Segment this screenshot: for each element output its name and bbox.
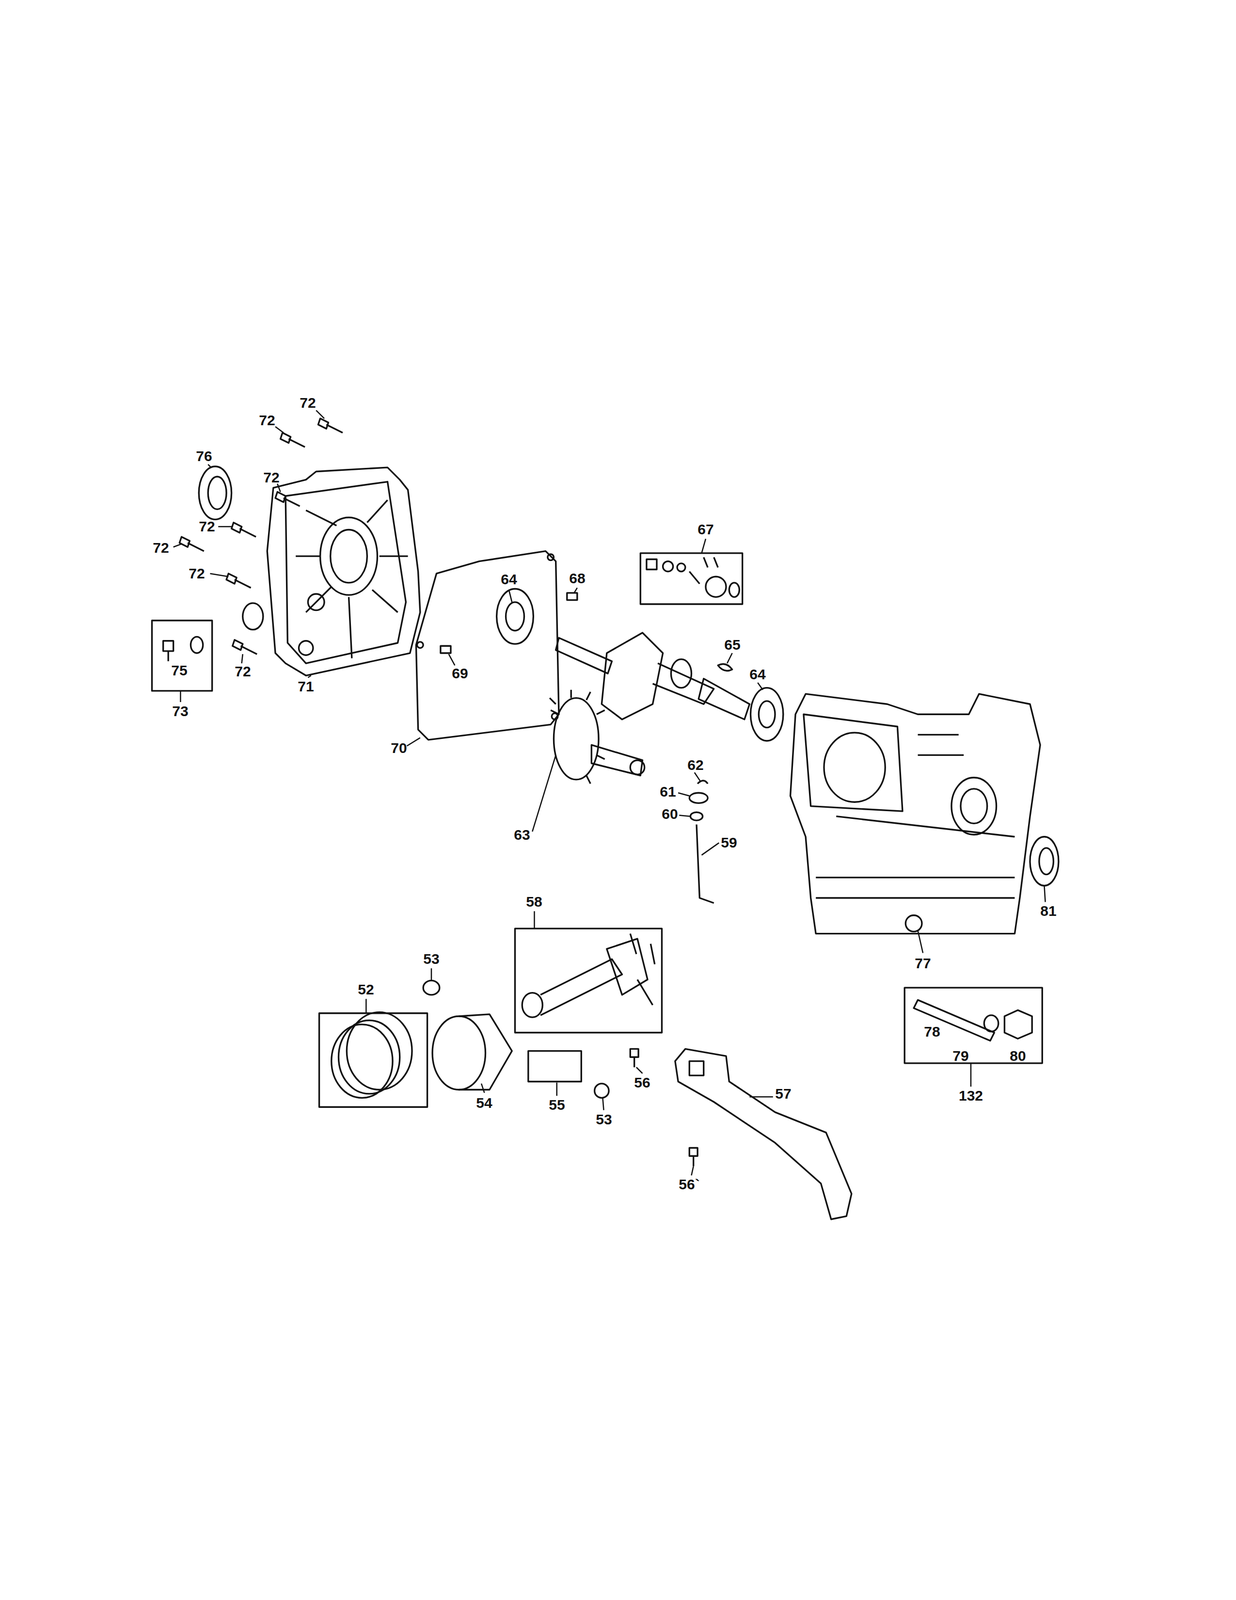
- callout-number: 58: [525, 894, 542, 909]
- callout-number: 56`: [678, 1176, 700, 1192]
- bolt: [689, 1147, 698, 1166]
- callout-number: 54: [475, 1095, 492, 1110]
- piston-pin: [528, 1050, 582, 1082]
- callout-number: 70: [390, 740, 407, 756]
- governor-parts: [646, 556, 740, 597]
- group-box: [515, 928, 663, 1033]
- dowel-pin: [567, 592, 578, 601]
- connecting-rod: [522, 933, 655, 1018]
- callout-number: 57: [775, 1086, 792, 1101]
- key: [717, 663, 732, 671]
- guide-plate: [675, 1048, 852, 1219]
- callout-number: 76: [195, 448, 212, 464]
- crankshaft: [555, 632, 750, 720]
- circlip: [594, 1083, 609, 1098]
- callout-number: 65: [724, 637, 741, 652]
- callout-number: 52: [357, 982, 374, 997]
- group-box: [904, 987, 1043, 1063]
- engine-block: [790, 693, 1041, 934]
- circlip: [423, 980, 440, 995]
- washer: [689, 792, 708, 803]
- hex-nut: [1004, 1009, 1032, 1039]
- callout-number: 60: [661, 806, 678, 822]
- callout-number: 80: [1009, 1048, 1026, 1063]
- oil-seal: [198, 466, 232, 520]
- callout-number: 64: [500, 571, 517, 587]
- callout-number: 72: [198, 519, 215, 534]
- callout-number: 75: [171, 663, 188, 678]
- oil-seal: [1030, 836, 1059, 886]
- callout-number: 72: [188, 566, 205, 581]
- callout-number: 68: [569, 570, 586, 586]
- callout-number: 53: [595, 1111, 612, 1127]
- callout-number: 59: [720, 835, 737, 850]
- shaft: [913, 999, 995, 1041]
- callout-number: 63: [513, 827, 530, 842]
- callout-number: 53: [423, 951, 440, 967]
- callout-number: 64: [749, 666, 766, 682]
- callout-number: 78: [923, 1024, 940, 1039]
- gasket: [415, 551, 559, 740]
- piston-rings: [331, 1012, 412, 1098]
- callout-number: 77: [914, 955, 931, 971]
- washer: [983, 1014, 999, 1032]
- dowel-pin: [440, 645, 451, 653]
- piston: [432, 1014, 512, 1090]
- callout-number: 62: [687, 757, 704, 773]
- callout-number: 72: [299, 395, 316, 411]
- clip: [697, 780, 708, 784]
- group-box: [640, 553, 743, 604]
- bolt: [179, 418, 343, 654]
- callout-number: 72: [263, 470, 280, 485]
- callout-number: 69: [451, 665, 468, 681]
- callout-number: 55: [548, 1097, 565, 1112]
- crankcase-cover: [242, 467, 421, 676]
- drain-plug: [163, 636, 204, 661]
- callout-number: 79: [952, 1048, 969, 1063]
- callout-number: 132: [958, 1088, 983, 1103]
- callout-number: 61: [659, 784, 676, 799]
- leader-line: [173, 410, 1046, 1175]
- callout-number: 73: [172, 703, 189, 719]
- camshaft: [549, 689, 645, 784]
- governor-shaft: [696, 824, 714, 903]
- callout-number: 72: [234, 664, 251, 679]
- o-ring: [690, 811, 703, 821]
- callout-number: 81: [1040, 903, 1057, 919]
- callout-number: 67: [697, 522, 714, 537]
- callout-number: 56: [633, 1075, 650, 1090]
- callout-number: 71: [297, 679, 314, 694]
- group-box: [151, 620, 212, 691]
- ball-bearing: [496, 588, 784, 741]
- callout-number: 72: [258, 412, 275, 428]
- callout-number: 72: [152, 540, 169, 555]
- bolt: [630, 1048, 639, 1067]
